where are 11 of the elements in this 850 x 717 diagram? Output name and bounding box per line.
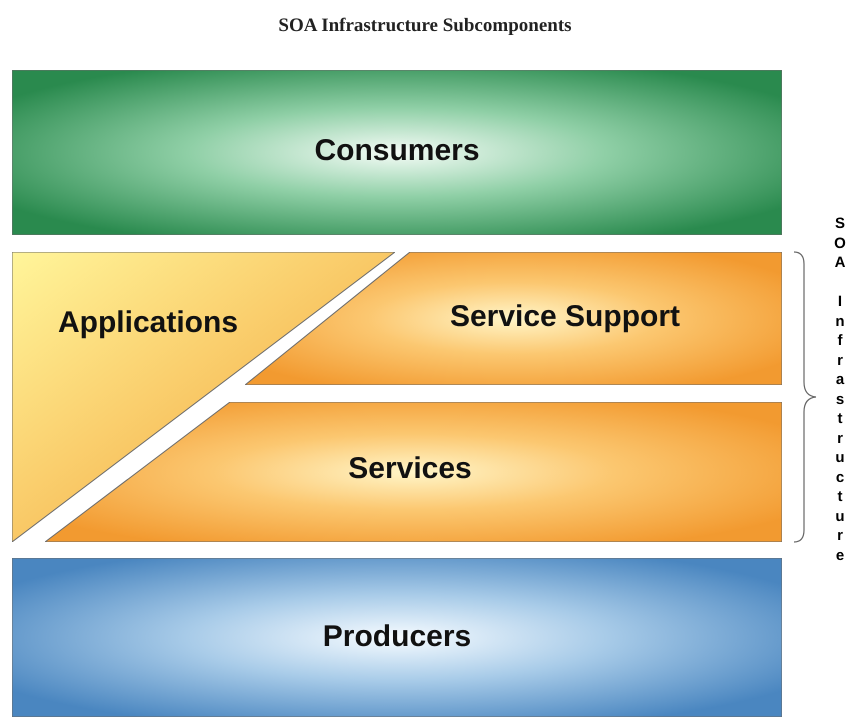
layer-block xyxy=(45,402,782,542)
layer-label: Service Support xyxy=(448,299,682,335)
layer-label: Producers xyxy=(322,619,472,655)
layer-block xyxy=(245,252,782,385)
layer-label: Consumers xyxy=(313,133,481,169)
layer-block xyxy=(12,558,782,717)
vertical-label: SOA Infrastructure xyxy=(833,214,847,565)
layer-label: Services xyxy=(347,451,473,487)
layer-block xyxy=(12,70,782,235)
diagram-title: SOA Infrastructure Subcomponents xyxy=(277,14,573,38)
layer-label: Applications xyxy=(56,305,239,341)
